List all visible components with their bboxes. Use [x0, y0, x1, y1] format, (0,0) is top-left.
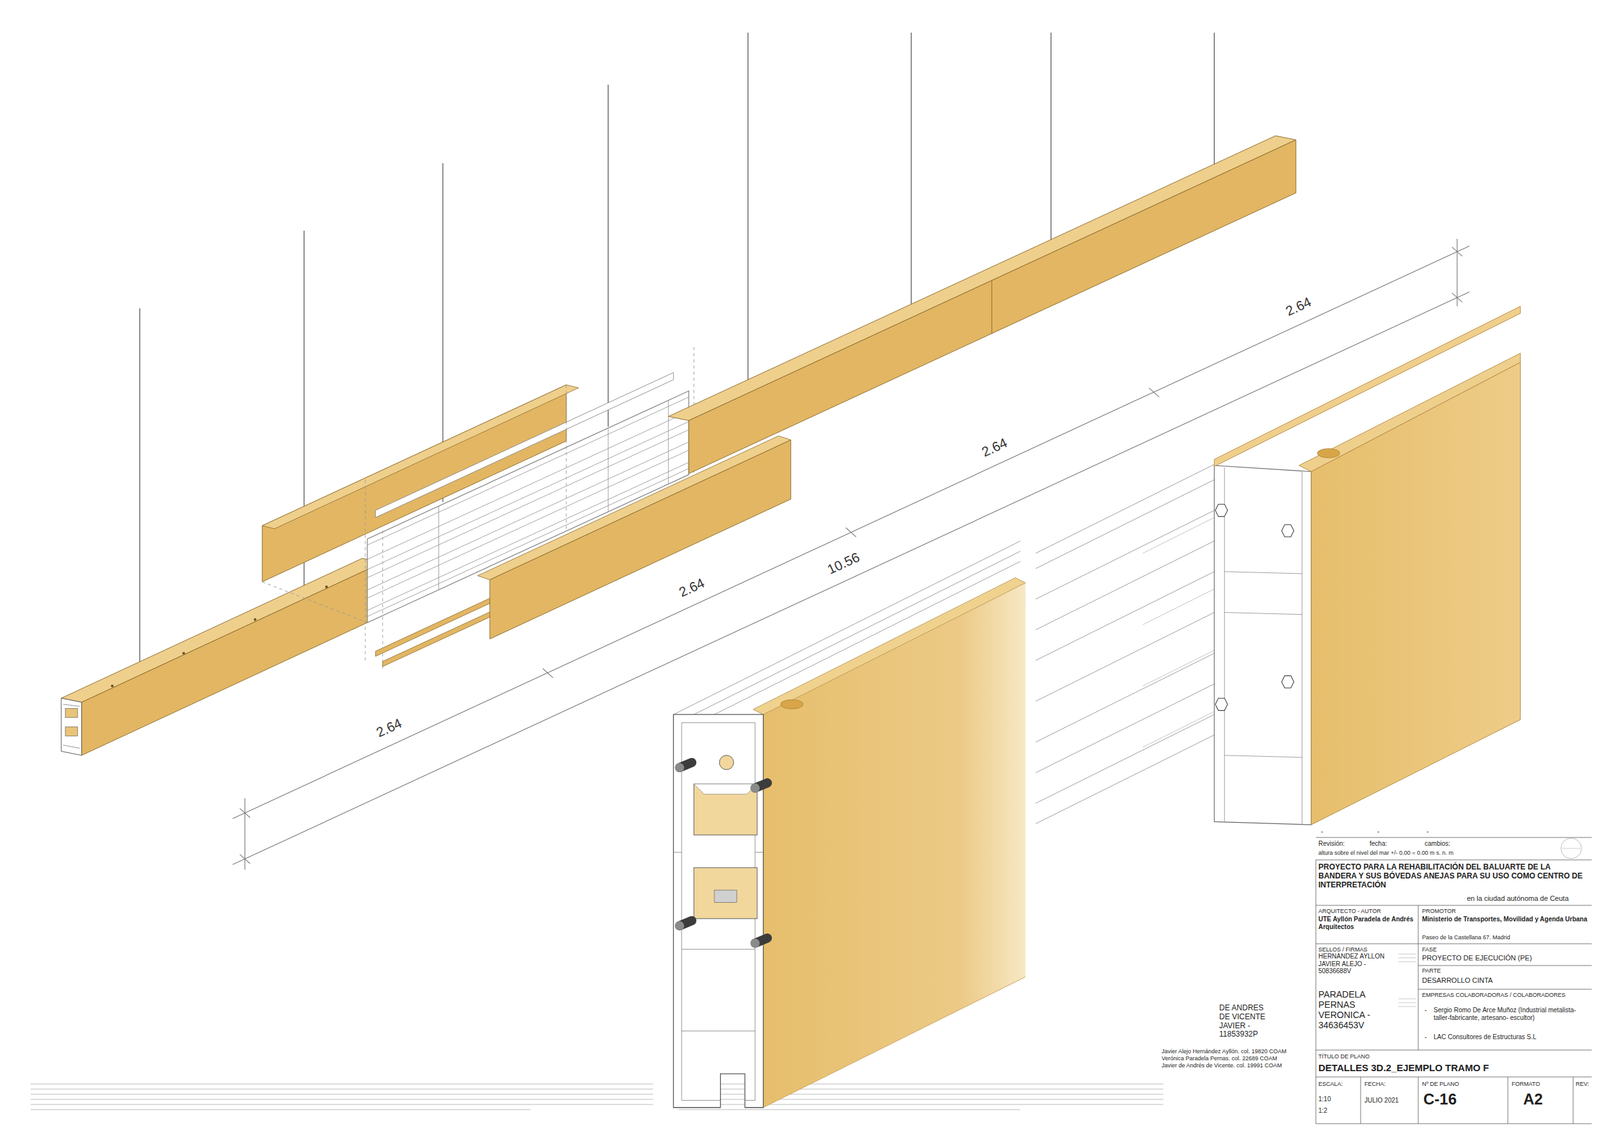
beam-segment: [61, 558, 383, 756]
beam-segment: [668, 135, 1296, 474]
title-block-text: PROMOTOR: [1422, 907, 1456, 914]
side-panel: [489, 439, 791, 639]
signature-text: DE ANDRES DE VICENTE JAVIER - 11853932P: [1219, 1003, 1276, 1039]
title-block-text: UTE Ayllón Paradela de Andrés Arquitecto…: [1318, 915, 1415, 930]
dimension-label: 2.64: [1283, 293, 1314, 319]
title-block-text: TÍTULO DE PLANO: [1318, 1052, 1370, 1060]
signature-text: HERNANDEZ AYLLON JAVIER ALEJO - 50836688…: [1318, 952, 1386, 975]
title-block-text: LAC Consultores de Estructuras S.L: [1433, 1032, 1537, 1041]
title-block-text: -: [1424, 1006, 1427, 1014]
title-block-text: Revisión:: [1318, 839, 1345, 848]
title-block-text: -: [1426, 827, 1429, 836]
title-block-text: FECHA:: [1364, 1080, 1386, 1087]
title-block-text: 1:10: [1318, 1095, 1331, 1103]
section-detail: [673, 540, 1026, 1108]
title-block-text: JULIO 2021: [1364, 1096, 1399, 1104]
dimension-label: 10.56: [824, 549, 863, 578]
north-symbol: [1560, 837, 1582, 859]
title-block-text: ESCALA:: [1318, 1080, 1343, 1087]
title-block-text: REV:: [1575, 1080, 1590, 1087]
title-block-text: PROYECTO DE EJECUCIÓN (PE): [1422, 953, 1533, 962]
title-block-text: 1:2: [1318, 1106, 1328, 1115]
title-block-text: en la ciudad autónoma de Ceuta: [1466, 894, 1569, 903]
title-block-text: fecha:: [1369, 839, 1387, 848]
title-block-text: ARQUITECTO - AUTOR: [1318, 907, 1382, 914]
title-block-heading: DETALLES 3D.2_EJEMPLO TRAMO F: [1318, 1061, 1489, 1073]
dimension-label: 2.64: [676, 574, 707, 600]
dimension-label: 2.64: [979, 434, 1010, 460]
title-block-text: Sergio Romo De Arce Muñoz (Industrial me…: [1433, 1006, 1590, 1021]
title-block-text: DESARROLLO CINTA: [1422, 976, 1493, 985]
title-block-text: Nº DE PLANO: [1422, 1080, 1460, 1087]
title-block-text: PARTE: [1422, 967, 1441, 974]
signature-text: PARADELA PERNAS VERONICA - 34636453V: [1318, 988, 1389, 1030]
title-block-text: Ministerio de Transportes, Movilidad y A…: [1422, 915, 1589, 923]
notes-block: [30, 1083, 1164, 1110]
title-block-text: -: [1320, 827, 1323, 836]
sheet-number: A2: [1523, 1089, 1544, 1108]
title-block-text: -: [1377, 827, 1380, 836]
signature-text: Verónica Paradela Pernas. col. 22689 COA…: [1161, 1054, 1278, 1062]
title-block-text: Paseo de la Castellana 67. Madrid: [1422, 933, 1511, 941]
title-block-text: altura sobre el nivel del mar +/- 0.00 =…: [1318, 849, 1454, 856]
title-block-text: -: [1424, 1032, 1427, 1041]
title-block-text: EMPRESAS COLABORADORAS / COLABORADORES: [1422, 991, 1566, 998]
sheet-number: C-16: [1423, 1089, 1457, 1108]
title-block-text: FORMATO: [1511, 1080, 1540, 1087]
dimension-label: 2.64: [373, 714, 404, 740]
joint-detail: [1035, 305, 1520, 825]
signature-text: Javier de Andrés de Vicente. col. 19991 …: [1161, 1061, 1282, 1069]
title-block-text: FASE: [1422, 945, 1437, 953]
signature-text: Javier Alejo Hernández Ayllón. col. 1982…: [1161, 1047, 1287, 1055]
title-block-text: SELLOS / FIRMAS: [1318, 945, 1368, 953]
title-block-heading: PROYECTO PARA LA REHABILITACIÓN DEL BALU…: [1318, 862, 1591, 889]
digital-signature-stamp: [1398, 953, 1416, 1007]
hanging-wire: [139, 32, 1215, 673]
title-block-text: cambios:: [1424, 839, 1451, 848]
